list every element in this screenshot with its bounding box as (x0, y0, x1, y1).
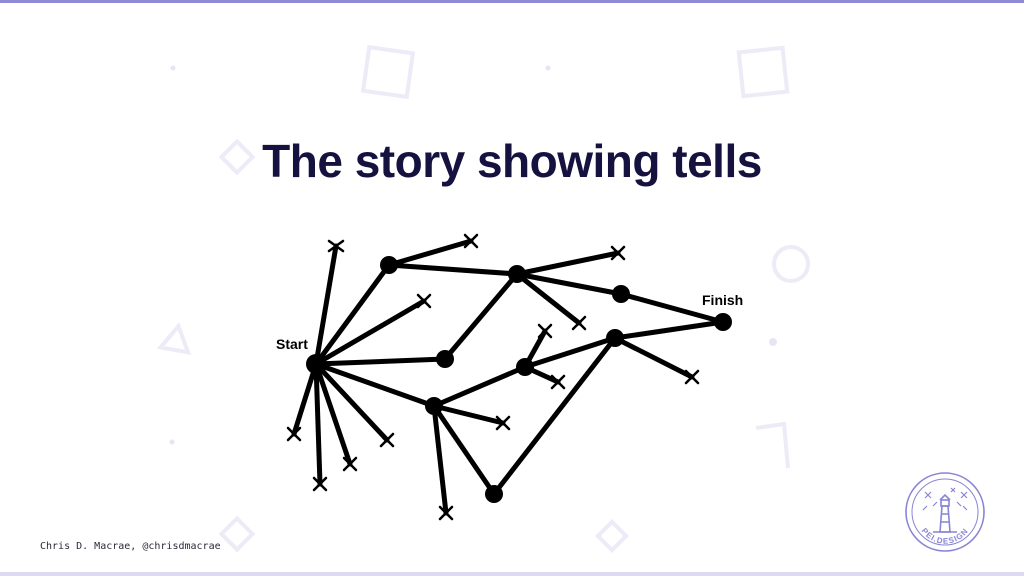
dead-end-path (514, 250, 621, 277)
bg-diamond-shape (218, 515, 256, 553)
bg-dot-shape (170, 65, 176, 71)
bg-corner-shape (755, 421, 790, 469)
dead-end-x-icon (463, 233, 479, 249)
bg-diamond-shape (218, 138, 256, 176)
dead-end-x-icon (537, 323, 553, 339)
bottom-accent-bar (0, 572, 1024, 576)
dead-end-path (313, 298, 427, 367)
dead-end-path (313, 361, 323, 487)
top-accent-bar (0, 0, 1024, 3)
dead-end-x-icon (438, 505, 454, 521)
path-node (516, 358, 534, 376)
path-edge (618, 291, 726, 325)
path-node (380, 256, 398, 274)
footer-credit: Chris D. Macrae, @chrisdmacrae (40, 541, 221, 552)
dead-end-x-icon (684, 369, 700, 385)
path-edge (442, 271, 520, 362)
bg-triangle-shape (156, 322, 192, 355)
dead-end-x-icon (327, 239, 345, 253)
dead-end-path (386, 238, 474, 268)
path-edge (313, 361, 437, 409)
path-edge (386, 262, 520, 277)
dead-end-x-icon (610, 245, 626, 261)
bg-dot-shape (545, 65, 551, 71)
bg-square-shape (360, 44, 416, 100)
lighthouse-icon (933, 493, 957, 533)
path-node (606, 329, 624, 347)
path-edge (491, 335, 618, 497)
path-node (508, 265, 526, 283)
path-edge (431, 364, 528, 409)
dead-end-x-icon (312, 476, 328, 492)
dead-end-x-icon (342, 456, 358, 472)
dead-end-path (612, 335, 695, 380)
bg-diamond-shape (595, 519, 629, 553)
path-edge (522, 335, 618, 370)
finish-node (714, 313, 732, 331)
path-edge (313, 262, 392, 367)
finish-label: Finish (702, 292, 743, 308)
dead-end-path (313, 361, 353, 467)
bg-dot-shape (169, 439, 175, 445)
bg-circle-shape (772, 245, 810, 283)
dead-end-x-icon (416, 293, 432, 309)
dead-end-path (313, 361, 390, 443)
dead-end-x-icon (286, 426, 302, 442)
start-node (306, 354, 326, 374)
path-node (425, 397, 443, 415)
dead-end-path (313, 243, 339, 367)
path-node (485, 485, 503, 503)
slide-title: The story showing tells (262, 135, 762, 187)
start-label: Start (276, 336, 308, 352)
logo-inner-ring (911, 478, 979, 546)
path-edge (313, 356, 448, 367)
logo-ring (905, 472, 985, 552)
bg-dot-shape (769, 338, 777, 346)
path-node (436, 350, 454, 368)
path-edge (514, 271, 624, 297)
dead-end-x-icon (550, 374, 566, 390)
dead-end-path (431, 403, 506, 426)
pei-design-logo: PEI.DESIGN (905, 472, 985, 552)
dead-end-x-icon (379, 432, 395, 448)
dead-end-path (514, 271, 582, 326)
dead-end-x-icon (571, 315, 587, 331)
path-edge (431, 403, 497, 497)
path-node (612, 285, 630, 303)
dead-end-path (291, 361, 319, 437)
dead-end-x-icon (495, 415, 511, 431)
logo-stars-icon (922, 487, 968, 511)
dead-end-path (431, 403, 449, 516)
logo-text: PEI.DESIGN (920, 526, 971, 545)
bg-square-shape (736, 45, 790, 99)
path-edge (612, 319, 726, 341)
